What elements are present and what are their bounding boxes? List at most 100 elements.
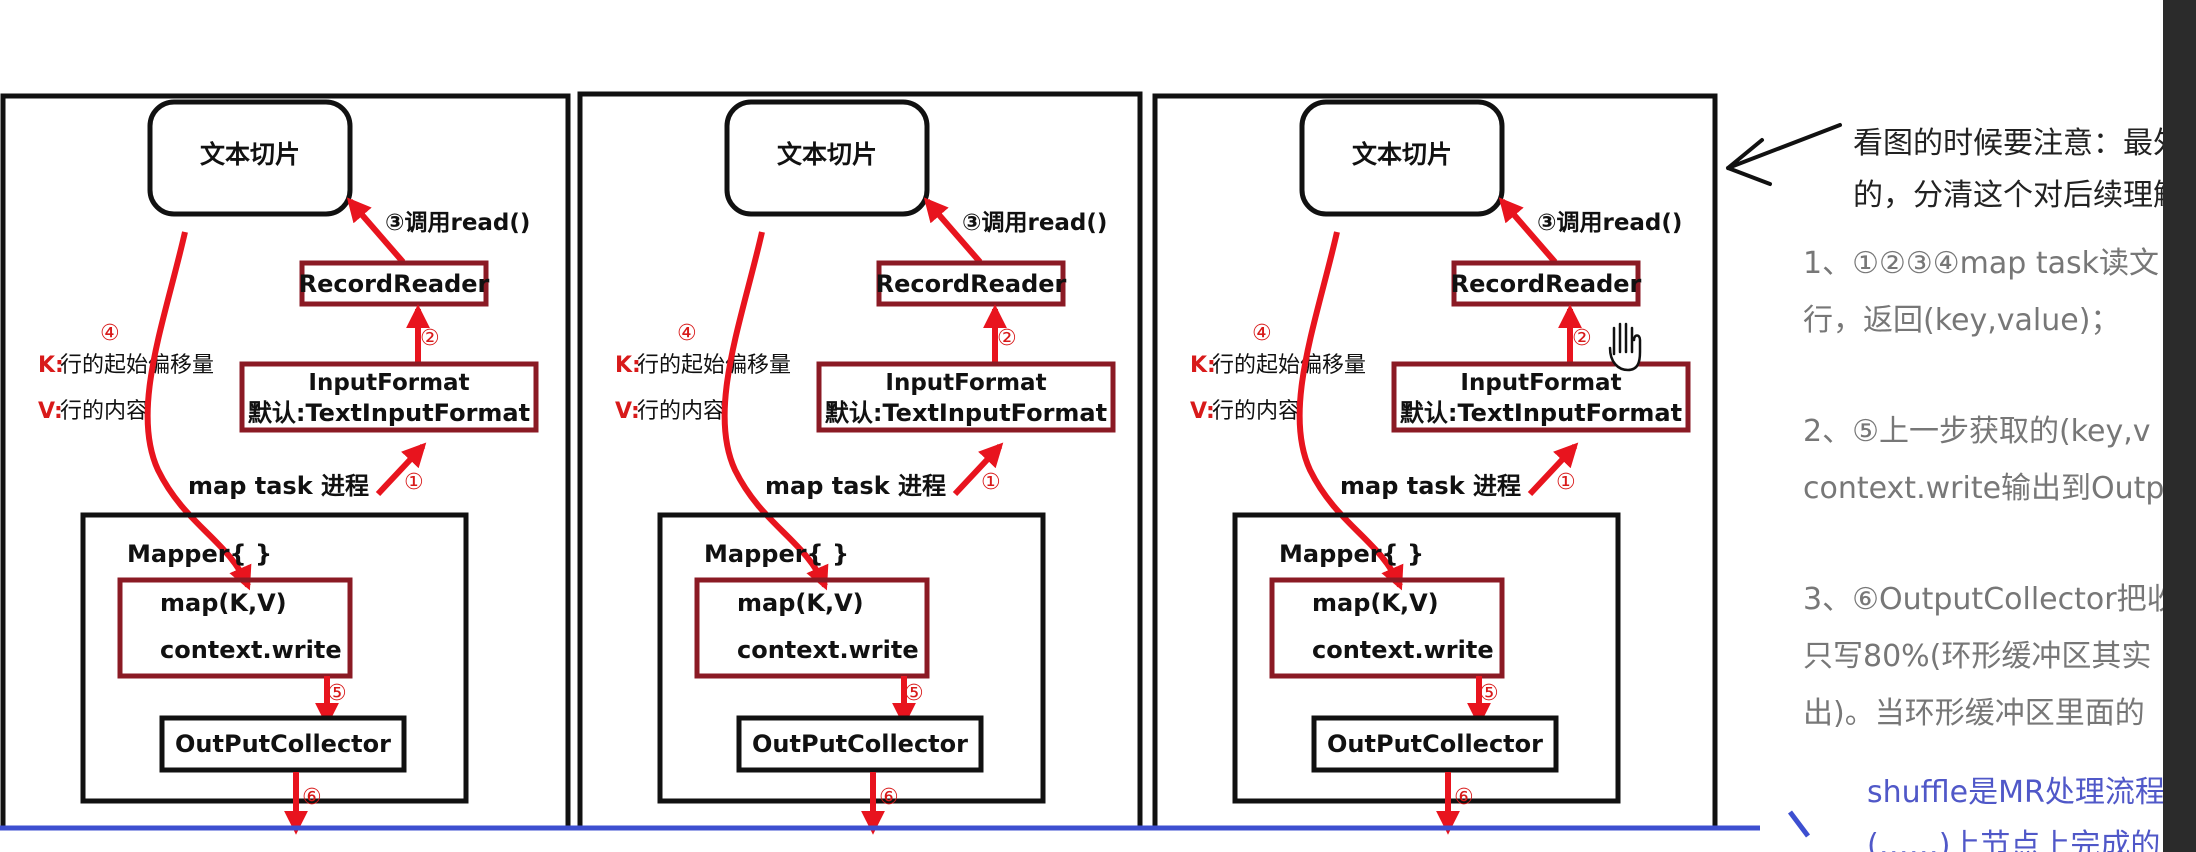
text-slice-label: 文本切片 [1352, 140, 1452, 169]
context-write-label: context.write [1312, 636, 1494, 664]
output-collector-box [1311, 715, 1559, 773]
shuffle-link-cont[interactable]: (……)上节点上完成的，数 [1867, 828, 2163, 852]
map-task-panel-2: 文本切片 ③调用read() RecordReader ② InputFormat 默认:… [577, 91, 1143, 835]
output-collector-label: OutPutCollector [1327, 730, 1543, 758]
mapper-box [1232, 512, 1621, 804]
map-function-box [1269, 577, 1505, 679]
record-reader-box [299, 260, 489, 307]
v-prefix: V: [615, 399, 640, 424]
context-write-label: context.write [160, 636, 342, 664]
step4-kv-arrow [1296, 231, 1404, 591]
mapper-box [80, 512, 469, 804]
record-reader-label: RecordReader [1451, 270, 1642, 298]
map-function-box [694, 577, 930, 679]
note-item-3-cont2: 出)。当环形缓冲区里面的 [1803, 696, 2145, 731]
input-format-title: InputFormat [308, 370, 469, 396]
text-slice-label: 文本切片 [200, 140, 300, 169]
window-edge [2163, 0, 2196, 852]
step4-kv-arrow [721, 231, 829, 591]
k-prefix: K: [1190, 353, 1216, 378]
record-reader-box [876, 260, 1066, 307]
note-item-3: 3、⑥OutputCollector把收 [1803, 582, 2163, 617]
record-reader-label: RecordReader [876, 270, 1067, 298]
step6-label: ⑥ [302, 785, 322, 810]
blue-divider-tick [1788, 810, 1810, 838]
record-reader-label: RecordReader [299, 270, 490, 298]
v-description: 行的内容 [60, 399, 148, 424]
step2-label: ② [1572, 326, 1592, 351]
mapper-label: Mapper{ } [1279, 540, 1424, 568]
text-slice-label: 文本切片 [777, 140, 877, 169]
step1-arrow [952, 442, 1004, 497]
note-item-2-cont: context.write输出到Outpu [1803, 471, 2163, 506]
input-format-box [1391, 361, 1691, 433]
read-arrow [346, 197, 406, 264]
hand-cursor-icon [1608, 322, 1642, 372]
step1-label: ① [981, 470, 1001, 495]
step5-label: ⑤ [327, 681, 347, 706]
step3-read-label: ③调用read() [385, 210, 530, 236]
v-prefix: V: [38, 399, 63, 424]
read-arrow [923, 197, 983, 264]
text-slice-box [147, 99, 353, 217]
input-format-default: 默认:TextInputFormat [1400, 399, 1682, 427]
map-kv-label: map(K,V) [737, 589, 864, 617]
read-arrow [1498, 197, 1558, 264]
note-item-2: 2、⑤上一步获取的(key,v [1803, 414, 2151, 449]
step3-read-label: ③调用read() [1537, 210, 1682, 236]
note-item-1-cont: 行，返回(key,value)； [1803, 303, 2121, 338]
mapper-box [657, 512, 1046, 804]
input-format-box [816, 361, 1116, 433]
map-task-label: map task 进程 [188, 472, 369, 500]
step4-kv-arrow [144, 231, 252, 591]
output-collector-box [736, 715, 984, 773]
step2-label: ② [997, 326, 1017, 351]
step1-arrow [1527, 442, 1579, 497]
input-format-title: InputFormat [1460, 370, 1621, 396]
input-format-default: 默认:TextInputFormat [825, 399, 1107, 427]
output-collector-box [159, 715, 407, 773]
step1-arrow [375, 442, 427, 497]
k-description: 行的起始偏移量 [60, 353, 214, 378]
mapper-label: Mapper{ } [127, 540, 272, 568]
map-task-panel-3: 文本切片 ③调用read() RecordReader ② InputFormat 默认:… [1152, 93, 1718, 835]
note-line-2: 的，分清这个对后续理解 [1853, 178, 2163, 213]
output-collector-label: OutPutCollector [752, 730, 968, 758]
input-format-box [239, 361, 539, 433]
step1-label: ① [1556, 470, 1576, 495]
mapper-label: Mapper{ } [704, 540, 849, 568]
step2-label: ② [420, 326, 440, 351]
text-slice-box [724, 99, 930, 217]
k-description: 行的起始偏移量 [1212, 353, 1366, 378]
shuffle-link[interactable]: shuffle是MR处理流程中 [1867, 775, 2163, 810]
v-description: 行的内容 [1212, 399, 1300, 424]
step4-label: ④ [100, 321, 120, 346]
step3-read-label: ③调用read() [962, 210, 1107, 236]
map-kv-label: map(K,V) [160, 589, 287, 617]
step5-label: ⑤ [1479, 681, 1499, 706]
output-collector-label: OutPutCollector [175, 730, 391, 758]
note-item-3-cont: 只写80%(环形缓冲区其实 [1803, 639, 2152, 674]
map-function-box [117, 577, 353, 679]
map-task-panel-1: 文本切片③调用read()RecordReader②InputFormat默认:… [0, 93, 571, 835]
input-format-title: InputFormat [885, 370, 1046, 396]
k-prefix: K: [615, 353, 641, 378]
step6-label: ⑥ [1454, 785, 1474, 810]
step1-label: ① [404, 470, 424, 495]
map-task-label: map task 进程 [1340, 472, 1521, 500]
step6-label: ⑥ [879, 785, 899, 810]
map-kv-label: map(K,V) [1312, 589, 1439, 617]
pointer-arrow-icon [1726, 123, 1842, 186]
map-task-label: map task 进程 [765, 472, 946, 500]
v-description: 行的内容 [637, 399, 725, 424]
step4-label: ④ [677, 321, 697, 346]
notes-panel: 看图的时候要注意：最外 的，分清这个对后续理解 1、①②③④map task读文… [1715, 0, 2163, 852]
context-write-label: context.write [737, 636, 919, 664]
hand-cursor-shape [1608, 322, 1642, 372]
note-item-1: 1、①②③④map task读文 [1803, 246, 2160, 281]
step4-label: ④ [1252, 321, 1272, 346]
record-reader-box [1451, 260, 1641, 307]
k-prefix: K: [38, 353, 64, 378]
step5-label: ⑤ [904, 681, 924, 706]
